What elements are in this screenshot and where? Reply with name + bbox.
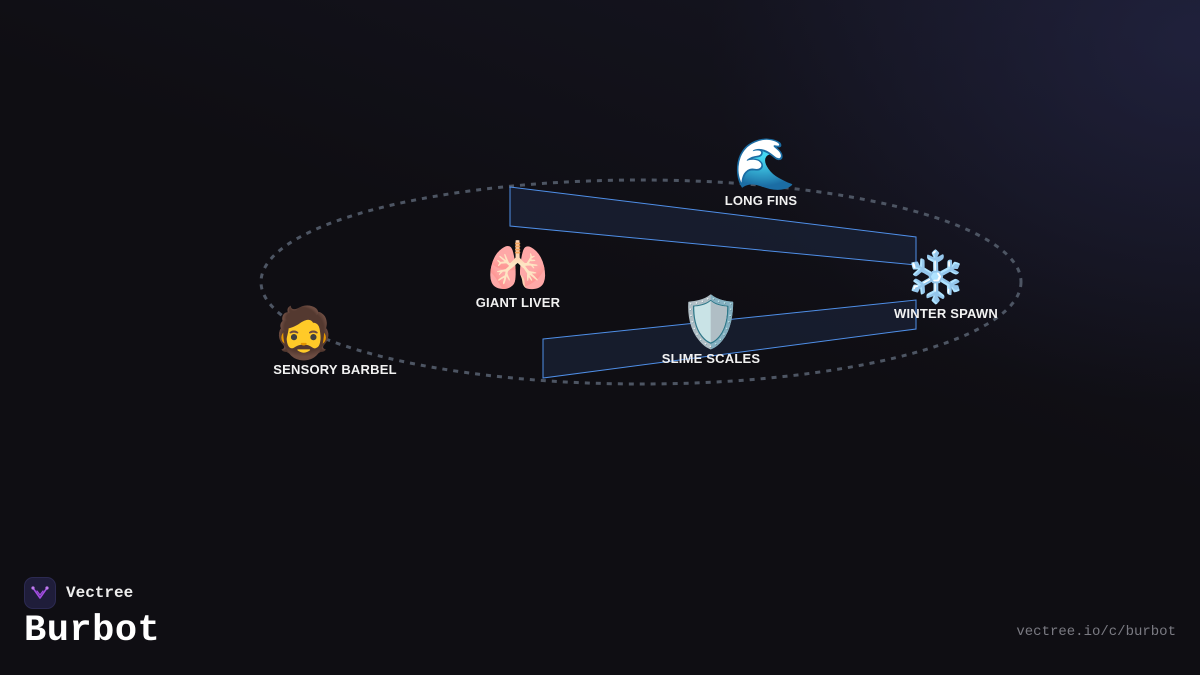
shield-icon: 🛡️ [679,293,743,351]
node-sensory-barbel[interactable]: 🧔 SENSORY BARBEL [211,304,397,377]
orbit-ring [259,178,1023,386]
node-winter-spawn[interactable]: ❄️ WINTER SPAWN [874,248,998,321]
vectree-logo-icon [24,577,56,609]
brand-name: Vectree [66,584,134,602]
wave-icon: 🌊 [733,135,797,193]
node-label: SENSORY BARBEL [273,362,397,377]
snowflake-icon: ❄️ [904,248,968,306]
node-label: LONG FINS [724,193,798,208]
connector-band-lower [542,299,917,379]
node-label: GIANT LIVER [475,295,561,310]
lungs-icon: 🫁 [486,237,550,295]
node-giant-liver[interactable]: 🫁 GIANT LIVER [476,237,561,310]
node-label: SLIME SCALES [661,351,761,366]
source-url[interactable]: vectree.io/c/burbot [1016,624,1176,640]
bearded-face-icon: 🧔 [272,304,336,362]
node-slime-scales[interactable]: 🛡️ SLIME SCALES [662,293,760,366]
brand[interactable]: Vectree [24,577,133,609]
page-title: Burbot [24,610,161,652]
node-long-fins[interactable]: 🌊 LONG FINS [725,135,798,208]
connector-band-upper [509,186,917,266]
node-label: WINTER SPAWN [894,306,998,321]
